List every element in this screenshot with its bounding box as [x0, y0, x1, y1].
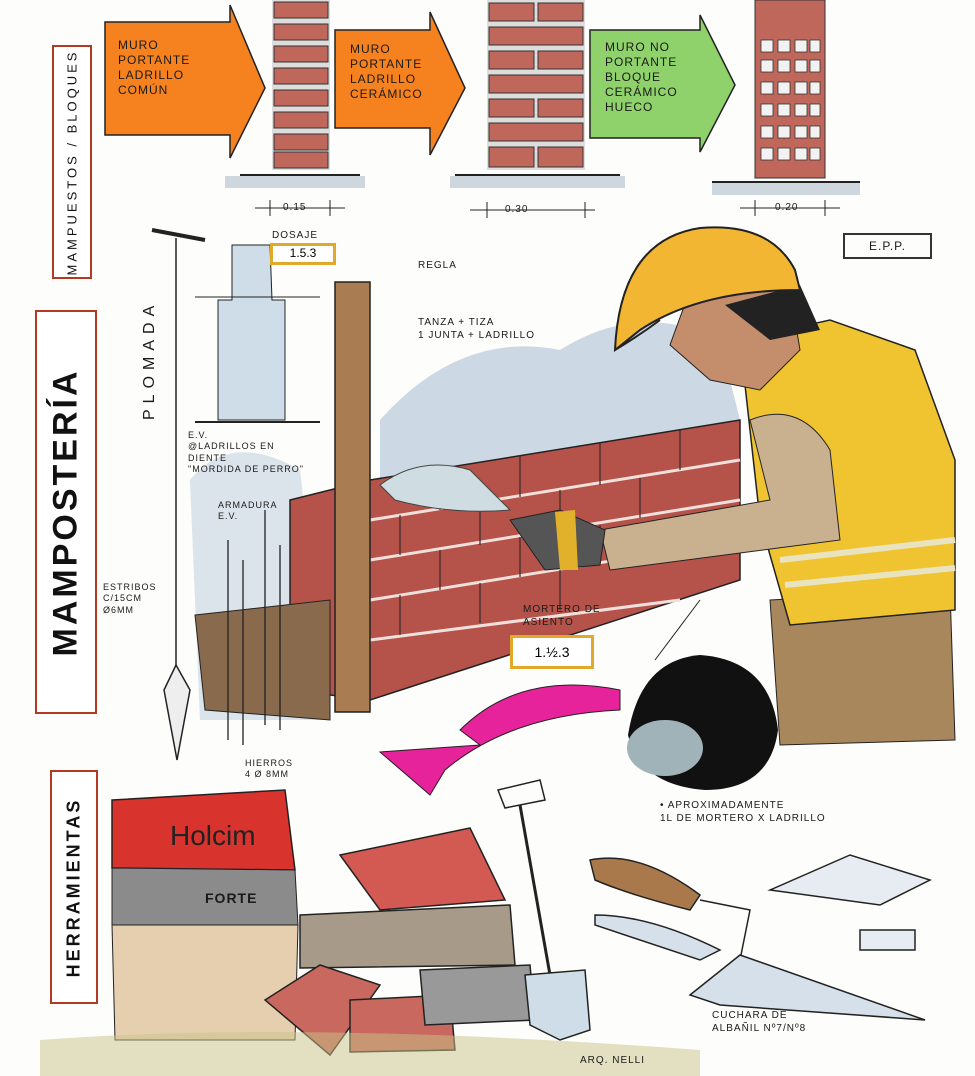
estribos-label: ESTRIBOS C/15cm Ø6mm [103, 582, 157, 615]
plomada-label: PLOMADA [141, 299, 158, 420]
pink-arrow [378, 684, 621, 796]
section-title-mampuestos-text: MAMPUESTOS / BLOQUES [64, 49, 80, 275]
tanza-label: TANZA + TIZA 1 JUNTA + LADRILLO [418, 317, 536, 341]
forte-label: FORTE [205, 890, 258, 906]
section-title-herramientas: HERRAMIENTAS [50, 770, 98, 1004]
cement-bag [111, 789, 299, 1041]
wall-type-label-3: MURO NO PORTANTE BLOQUE CERÁMICO HUECO [605, 40, 678, 114]
dosaje-value: 1.5.3 [270, 243, 336, 265]
dimension-lines [255, 200, 840, 218]
wall-type-arrow-3 [589, 14, 736, 153]
masonry-trowels [589, 854, 932, 1021]
wall-thickness-3: 0.20 [775, 202, 799, 213]
dosaje-label: DOSAJE [272, 230, 319, 241]
construction-worker [509, 226, 956, 746]
straightedge-rule [334, 281, 371, 713]
holcim-logo: Holcim [170, 820, 256, 851]
brick-pile [263, 827, 536, 1057]
mortar-quantity-note: • APROXIMADAMENTE 1L DE MORTERO x LADRIL… [660, 800, 826, 824]
regla-label: REGLA [418, 260, 457, 271]
armadura-label: ARMADURA E.V. [218, 500, 278, 522]
ev-note: E.V. @LADRILLOS EN DIENTE "MORDIDA DE PE… [188, 430, 304, 474]
wall-section-2 [450, 0, 625, 188]
epp-label: E.P.P. [843, 233, 932, 259]
artist-signature: ARQ. NELLI [580, 1055, 646, 1066]
wall-section-1 [225, 0, 365, 188]
wall-type-arrow-2 [334, 11, 466, 156]
wall-type-arrow-1 [104, 4, 266, 159]
wall-thickness-2: 0.30 [505, 204, 529, 215]
mortero-value: 1.½.3 [510, 635, 594, 669]
wall-type-label-1: MURO PORTANTE LADRILLO COMÚN [118, 38, 191, 97]
hierros-label: HIERROS 4 Ø 8mm [245, 758, 294, 780]
wall-thickness-1: 0.15 [283, 202, 307, 213]
section-title-mampuestos: MAMPUESTOS / BLOQUES [52, 45, 92, 279]
wall-section-3 [712, 0, 860, 195]
section-title-mamposteria: MAMPOSTERÍA [35, 310, 97, 714]
mortero-label: MORTERO DE ASIENTO [523, 604, 601, 628]
toothed-wall-section [195, 244, 320, 423]
trowel-label: CUCHARA DE ALBAÑIL Nº7/Nº8 [712, 1010, 807, 1034]
section-title-mamposteria-text: MAMPOSTERÍA [46, 368, 85, 656]
mortar-bucket [627, 599, 778, 790]
plumb-bob [151, 228, 206, 761]
section-title-herramientas-text: HERRAMIENTAS [63, 797, 84, 977]
shovel [496, 779, 591, 1041]
wall-type-label-2: MURO PORTANTE LADRILLO CERÁMICO [350, 42, 423, 101]
